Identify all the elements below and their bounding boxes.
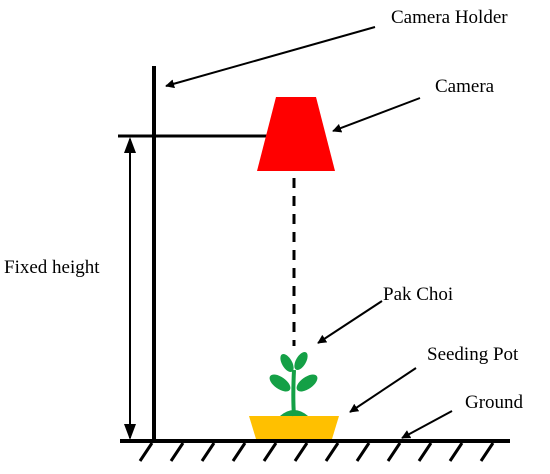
ground-arrow	[401, 410, 453, 439]
ground-hatching	[138, 442, 495, 462]
fixed-height-label: Fixed height	[4, 257, 100, 278]
seeding-pot-icon	[249, 416, 339, 439]
camera-label: Camera	[435, 76, 495, 97]
pak-choi-plant-icon	[269, 351, 318, 417]
fixed-height-arrowhead-bottom	[124, 424, 136, 440]
ground	[120, 439, 510, 462]
fixed-height-arrowhead-top	[124, 137, 136, 153]
camera-icon	[257, 97, 335, 171]
ground-label: Ground	[465, 392, 524, 413]
camera-arrow	[332, 97, 421, 133]
camera-holder-arrow	[165, 26, 376, 89]
pak-choi-label: Pak Choi	[383, 284, 453, 305]
pak-choi-arrow	[317, 300, 383, 344]
camera-holder-label: Camera Holder	[391, 7, 508, 28]
camera-holder	[118, 66, 272, 441]
seeding-pot-label: Seeding Pot	[427, 344, 519, 365]
seeding-pot-arrow	[349, 367, 417, 413]
